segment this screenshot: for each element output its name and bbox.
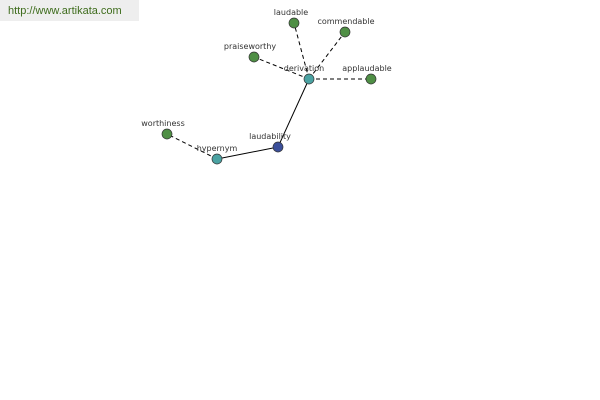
node-worthiness[interactable] <box>161 128 173 140</box>
label-worthiness[interactable]: worthiness <box>141 119 184 128</box>
watermark-url[interactable]: http://www.artikata.com <box>0 0 139 21</box>
edge-hypernym-worthiness <box>166 133 218 160</box>
labels: laudability derivation hypernym laudable… <box>141 8 392 153</box>
node-applaudable[interactable] <box>365 73 377 85</box>
label-commendable[interactable]: commendable <box>317 17 374 26</box>
node-hypernym[interactable] <box>211 153 223 165</box>
edge-root-derivation <box>277 78 310 148</box>
label-derivation[interactable]: derivation <box>284 64 324 73</box>
edge-derivation-praiseworthy <box>253 56 310 80</box>
edges <box>166 22 371 160</box>
label-laudable[interactable]: laudable <box>274 8 308 17</box>
label-applaudable[interactable]: applaudable <box>342 64 392 73</box>
label-laudability[interactable]: laudability <box>249 132 291 141</box>
node-derivation[interactable] <box>303 73 315 85</box>
label-praiseworthy[interactable]: praiseworthy <box>224 42 277 51</box>
edge-root-hypernym <box>216 146 279 160</box>
edge-derivation-laudable <box>293 22 310 80</box>
edge-derivation-commendable <box>308 31 346 80</box>
node-laudable[interactable] <box>288 17 300 29</box>
node-praiseworthy[interactable] <box>248 51 260 63</box>
node-commendable[interactable] <box>339 26 351 38</box>
nodes <box>161 17 377 165</box>
label-hypernym[interactable]: hypernym <box>197 144 238 153</box>
node-laudability[interactable] <box>272 141 284 153</box>
